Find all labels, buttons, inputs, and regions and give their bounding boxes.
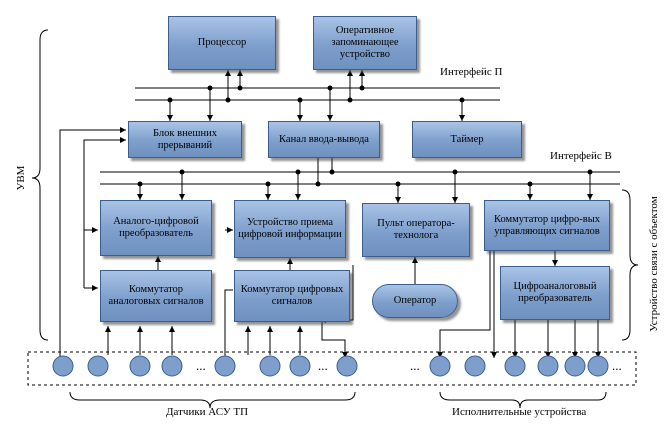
- digital-control-switch-label: Коммутатор цифро-вых управляющих сигнало…: [493, 213, 601, 237]
- actuator-circle: [587, 355, 609, 377]
- actuator-circle: [464, 355, 486, 377]
- sensor-circle: [52, 355, 74, 377]
- timer-label: Таймер: [450, 133, 484, 145]
- digital-input-block: Устройство приема цифровой информации: [234, 200, 346, 258]
- processor-label: Процессор: [197, 37, 247, 48]
- ellipsis-1: ...: [196, 358, 206, 373]
- digital-input-label: Устройство приема цифровой информации: [238, 217, 342, 240]
- field-device-circles: [52, 355, 609, 377]
- io-channel-block: Канал ввода-вывода: [268, 121, 380, 158]
- interface-p-bus: [135, 87, 500, 101]
- actuators-brace: [439, 391, 607, 409]
- interface-v-links: [137, 172, 593, 203]
- ram-label: Оперативное запоминающее устройство: [331, 25, 399, 60]
- sensor-circle: [129, 355, 151, 377]
- adc-label: Аналого-цифровой преобразователь: [113, 216, 199, 239]
- junction-dots: [137, 85, 593, 187]
- actuators-label: Исполнительные устройства: [452, 406, 587, 418]
- sensor-circle: [259, 355, 281, 377]
- interface-v-bus: [100, 171, 620, 185]
- actuator-circle: [537, 355, 559, 377]
- dac-block: Цифроаналоговый преобразователь: [500, 266, 610, 320]
- ellipsis-3: ...: [410, 358, 420, 373]
- timer-block: Таймер: [412, 121, 522, 158]
- uvm-label: УВМ: [15, 165, 27, 191]
- digital-control-switch-block: Коммутатор цифро-вых управляющих сигнало…: [484, 200, 610, 251]
- operator-block: Оператор: [372, 284, 458, 318]
- sensor-circle: [161, 355, 183, 377]
- internal-links: [155, 251, 558, 284]
- ellipsis-2: ...: [318, 358, 328, 373]
- field-devices-frame: [27, 351, 637, 386]
- actuator-circle: [504, 355, 526, 377]
- operator-panel-block: Пульт оператора-технолога: [362, 203, 470, 257]
- uvm-brace: [31, 29, 49, 341]
- sensors-label: Датчики АСУ ТП: [166, 406, 249, 418]
- sensor-circle: [214, 355, 236, 377]
- interface-p-label: Интерфейс П: [440, 66, 503, 78]
- sensor-arrows: [105, 318, 348, 358]
- processor-links: [225, 70, 365, 100]
- digital-switch-block: Коммутатор цифровых сигналов: [234, 270, 350, 322]
- sensors-brace: [69, 391, 356, 409]
- interrupts-label: Блок внешних прерываний: [153, 127, 217, 151]
- io-channel-label: Канал ввода-вывода: [279, 133, 369, 145]
- sensor-circle: [289, 355, 311, 377]
- object-link-label: Устройство связи с объектом: [648, 196, 660, 332]
- ram-block: Оперативное запоминающее устройство: [313, 16, 417, 70]
- digital-switch-label: Коммутатор цифровых сигналов: [240, 284, 344, 307]
- analog-switch-block: Коммутатор аналоговых сигналов: [100, 270, 212, 322]
- interrupt-feedback: [59, 127, 354, 360]
- analog-switch-label: Коммутатор аналоговых сигналов: [108, 284, 204, 307]
- braces: [31, 29, 639, 409]
- dac-label: Цифроаналоговый преобразователь: [513, 281, 597, 304]
- actuator-circle: [429, 355, 451, 377]
- operator-panel-label: Пульт оператора-технолога: [377, 218, 455, 241]
- interface-v-label: Интерфейс В: [550, 150, 612, 162]
- interface-p-links: [167, 88, 465, 121]
- adc-block: Аналого-цифровой преобразователь: [100, 200, 212, 256]
- ellipsis-4: ...: [612, 358, 622, 373]
- sensor-circle: [336, 355, 358, 377]
- object-link-brace: [621, 189, 639, 341]
- actuator-circle: [564, 355, 586, 377]
- operator-label: Оператор: [393, 295, 437, 306]
- interrupts-block: Блок внешних прерываний: [128, 121, 242, 158]
- processor-block: Процессор: [168, 16, 276, 70]
- sensor-circle: [87, 355, 109, 377]
